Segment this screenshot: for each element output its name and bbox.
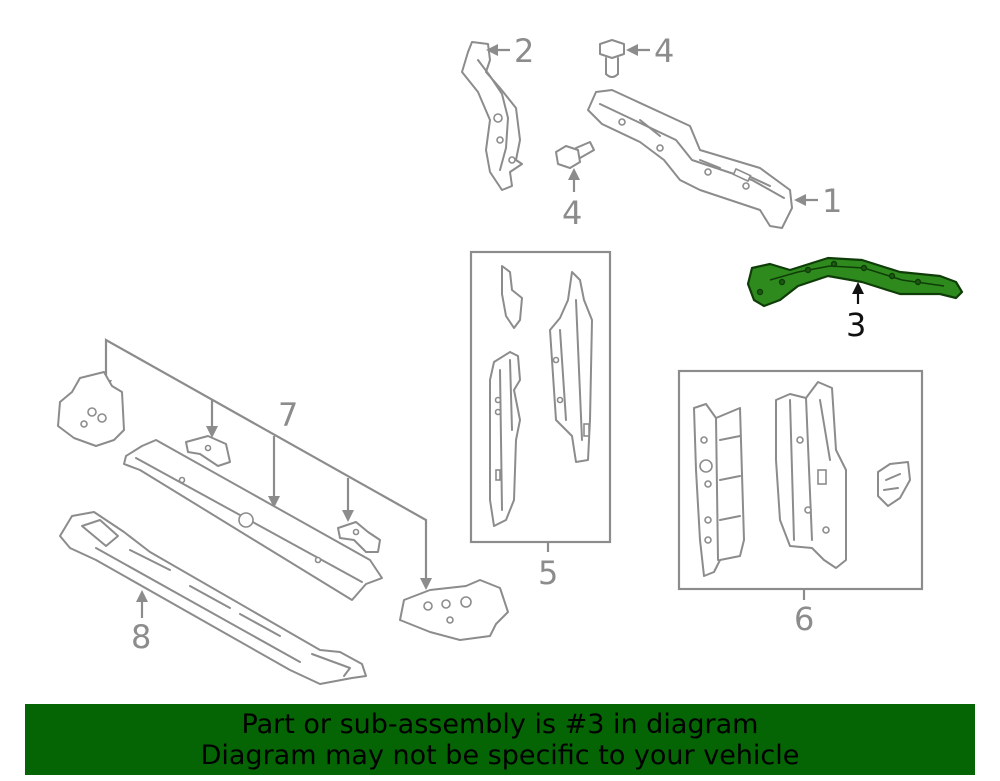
part-3-cross-member[interactable] xyxy=(746,256,964,308)
part-6-sub-assembly[interactable] xyxy=(677,369,924,591)
banner-line-1: Part or sub-assembly is #3 in diagram xyxy=(241,708,759,740)
callout-8: 8 xyxy=(131,590,151,656)
svg-text:8: 8 xyxy=(131,618,151,656)
callout-2: 2 xyxy=(486,32,534,70)
callout-4-top: 4 xyxy=(626,32,674,70)
callout-6: 6 xyxy=(794,589,814,638)
callout-3: 3 xyxy=(846,282,866,344)
parts-diagram: 2 4 4 1 xyxy=(57,32,964,685)
part-8-lower-plate[interactable] xyxy=(59,511,367,685)
part-7-right-bracket[interactable] xyxy=(399,579,509,641)
part-7-left-bracket[interactable] xyxy=(57,371,125,447)
part-4-bolt-middle[interactable] xyxy=(555,141,595,169)
callout-1: 1 xyxy=(794,182,842,220)
svg-text:5: 5 xyxy=(538,554,558,592)
svg-text:2: 2 xyxy=(514,32,534,70)
callout-5: 5 xyxy=(538,542,558,592)
banner-line-2: Diagram may not be specific to your vehi… xyxy=(200,739,800,771)
part-1-upper-support[interactable] xyxy=(587,89,793,229)
part-5-sub-assembly[interactable] xyxy=(469,250,612,544)
part-7-small-bracket-b[interactable] xyxy=(337,521,381,553)
svg-text:4: 4 xyxy=(654,32,674,70)
svg-text:3: 3 xyxy=(846,306,866,344)
part-2-bracket[interactable] xyxy=(461,41,523,191)
info-banner: Part or sub-assembly is #3 in diagram Di… xyxy=(25,704,975,775)
part-7-leaders: 7 xyxy=(100,338,432,590)
part-7-lower-beam[interactable] xyxy=(123,439,383,601)
svg-text:6: 6 xyxy=(794,600,814,638)
part-7-small-bracket-a[interactable] xyxy=(185,435,231,467)
svg-text:1: 1 xyxy=(822,182,842,220)
svg-text:7: 7 xyxy=(278,396,298,434)
svg-text:4: 4 xyxy=(562,194,582,232)
callout-4-middle: 4 xyxy=(562,168,582,232)
part-4-bolt-top[interactable] xyxy=(599,39,625,78)
